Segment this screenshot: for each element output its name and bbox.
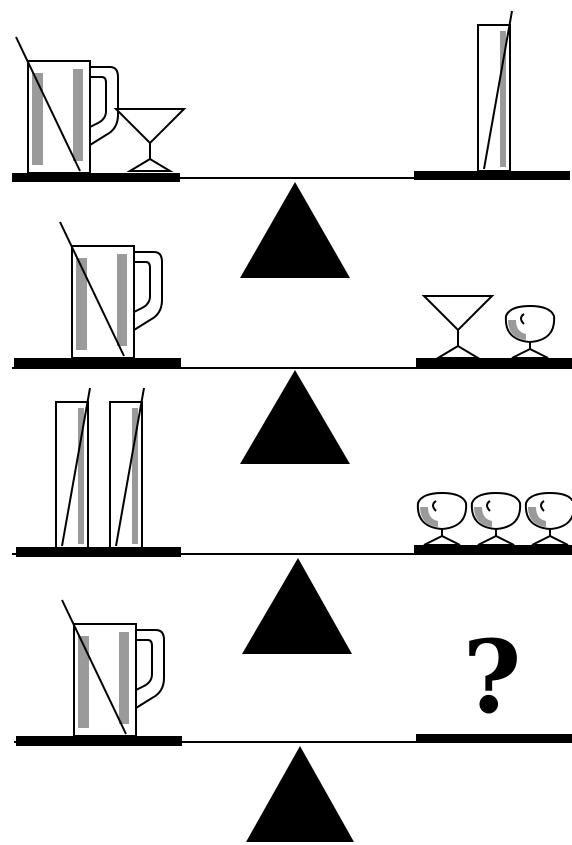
martini-glass-icon	[116, 109, 184, 171]
balance-scale-1	[12, 11, 570, 278]
fulcrum-triangle-1	[240, 182, 350, 278]
unknown-question-mark: ?	[463, 618, 522, 736]
pitcher-icon	[60, 222, 162, 358]
fulcrum-triangle-2	[240, 370, 350, 464]
tall-glass-icon	[56, 388, 90, 548]
left-pan-2	[14, 358, 181, 368]
right-pan-1	[414, 171, 570, 180]
brandy-snifter-icon	[472, 493, 520, 545]
left-pan-3	[16, 547, 181, 557]
pitcher-icon	[62, 600, 164, 736]
fulcrum-triangle-3	[242, 558, 352, 654]
tall-glass-icon	[478, 11, 512, 171]
pitcher-icon	[16, 37, 118, 173]
right-pan-3	[414, 545, 572, 554]
brandy-snifter-icon	[418, 493, 466, 545]
martini-glass-icon	[424, 296, 492, 358]
brandy-snifter-icon	[506, 306, 554, 358]
tall-glass-icon	[110, 388, 144, 548]
fulcrum-triangle-4	[246, 746, 354, 842]
left-pan-1	[12, 173, 180, 182]
right-pan-2	[416, 358, 572, 367]
left-pan-4	[16, 736, 182, 746]
brandy-snifter-icon	[526, 493, 572, 545]
